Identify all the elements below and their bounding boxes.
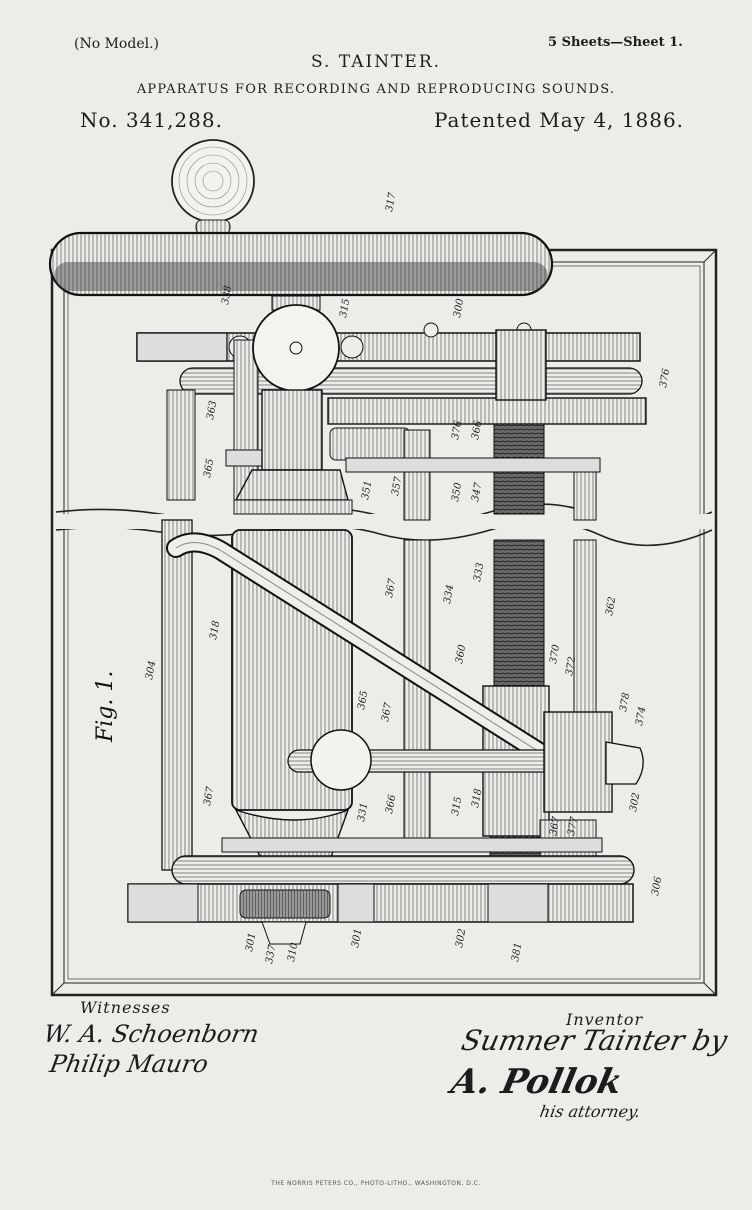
reference-numeral: 365 bbox=[202, 458, 216, 479]
reference-numeral: 306 bbox=[650, 875, 664, 896]
reference-numeral: 318 bbox=[208, 620, 222, 641]
reference-numeral: 315 bbox=[450, 796, 464, 817]
top-crank-handle bbox=[48, 231, 554, 297]
reference-numeral: 363 bbox=[205, 400, 219, 421]
inventor-name: S. TAINTER. bbox=[310, 52, 442, 72]
reference-numeral: 301 bbox=[350, 928, 364, 949]
reference-numeral: 347 bbox=[470, 481, 484, 502]
reference-numeral: 372 bbox=[564, 656, 578, 677]
reference-numeral: 362 bbox=[604, 596, 618, 617]
upper-gear-bar bbox=[136, 322, 641, 362]
left-post-upper bbox=[166, 389, 196, 501]
reference-numeral: 317 bbox=[384, 191, 398, 212]
witnesses-label: Witnesses bbox=[80, 998, 171, 1017]
reference-numeral: 302 bbox=[454, 928, 468, 949]
reference-numeral: 315 bbox=[338, 298, 352, 319]
break-line-lower bbox=[55, 521, 713, 547]
reference-numeral: 374 bbox=[634, 706, 648, 727]
reference-numeral: 381 bbox=[510, 942, 524, 963]
reference-numeral: 360 bbox=[454, 643, 468, 664]
attorney-signature: A. Pollok bbox=[447, 1062, 626, 1102]
reference-numeral: 376 bbox=[450, 419, 464, 440]
crank-ball bbox=[171, 139, 255, 235]
horizontal-arm bbox=[287, 729, 609, 791]
upper-gear-wheel bbox=[327, 397, 647, 425]
reference-numeral: 301 bbox=[244, 932, 258, 953]
lower-rod bbox=[171, 855, 635, 885]
inventor-signature: Sumner Tainter by bbox=[458, 1024, 731, 1057]
reference-numeral: 338 bbox=[220, 285, 234, 306]
reference-numeral: 370 bbox=[548, 643, 562, 664]
reference-numeral: 333 bbox=[472, 562, 486, 583]
attorney-label: his attorney. bbox=[538, 1102, 642, 1121]
reference-numeral: 331 bbox=[356, 802, 370, 823]
reference-numeral: 378 bbox=[618, 692, 632, 713]
reference-numeral: 350 bbox=[450, 481, 464, 502]
reference-numeral: 310 bbox=[286, 941, 300, 962]
reference-numeral: 366 bbox=[470, 419, 484, 440]
sheets-note: 5 Sheets—Sheet 1. bbox=[548, 35, 683, 50]
reference-numeral: 367 bbox=[384, 577, 398, 598]
reference-numeral: 318 bbox=[470, 788, 484, 809]
witness-2-signature: Philip Mauro bbox=[47, 1050, 211, 1078]
printer-credit: THE NORRIS PETERS CO., PHOTO-LITHO., WAS… bbox=[271, 1180, 481, 1187]
reference-numeral: 376 bbox=[658, 367, 672, 388]
patent-number: No. 341,288. bbox=[80, 108, 223, 132]
reference-numeral: 300 bbox=[452, 297, 466, 318]
reference-numeral: 377 bbox=[566, 815, 580, 836]
reference-numeral: 367 bbox=[380, 701, 394, 722]
reference-numeral: 337 bbox=[264, 943, 278, 964]
reference-numeral: 304 bbox=[144, 660, 158, 681]
reference-numeral: 334 bbox=[442, 584, 456, 605]
reference-numeral: 366 bbox=[384, 793, 398, 814]
reference-numeral: 351 bbox=[360, 480, 374, 501]
reference-numeral: 302 bbox=[628, 792, 642, 813]
patent-date: Patented May 4, 1886. bbox=[434, 108, 685, 132]
model-note: (No Model.) bbox=[74, 36, 159, 52]
inventor-label: Inventor bbox=[566, 1010, 644, 1029]
patent-title: APPARATUS FOR RECORDING AND REPRODUCING … bbox=[136, 82, 616, 97]
reference-numerals: 317 338 315 300 376 363 376 366 365 351 357 350 347 3… bbox=[144, 191, 672, 964]
left-post-lower bbox=[161, 519, 193, 871]
reference-numeral: 365 bbox=[356, 690, 370, 711]
reference-numeral: 357 bbox=[390, 475, 404, 496]
witness-1-signature: W. A. Schoenborn bbox=[41, 1020, 261, 1048]
reference-numeral: 367 bbox=[548, 815, 562, 836]
reference-numeral: 367 bbox=[202, 785, 216, 806]
figure-label: Fig. 1. bbox=[93, 671, 118, 743]
lower-gear-bar bbox=[127, 883, 634, 945]
